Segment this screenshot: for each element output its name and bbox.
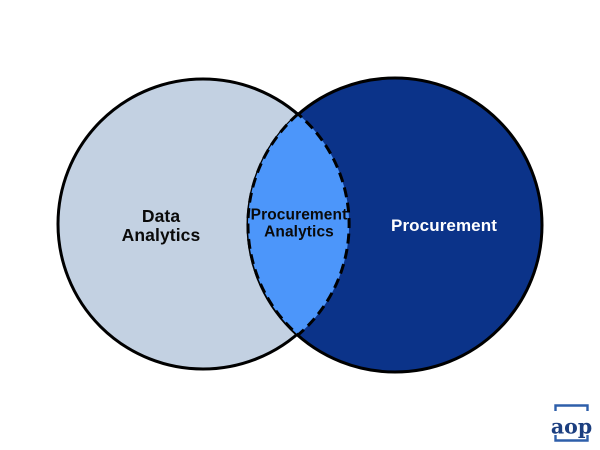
logo-bottom-bracket-icon [554,435,589,442]
logo-top-bracket-icon [554,404,589,411]
aop-logo: aop [551,404,592,442]
overlap-region [246,112,351,337]
logo-text: aop [551,415,592,439]
